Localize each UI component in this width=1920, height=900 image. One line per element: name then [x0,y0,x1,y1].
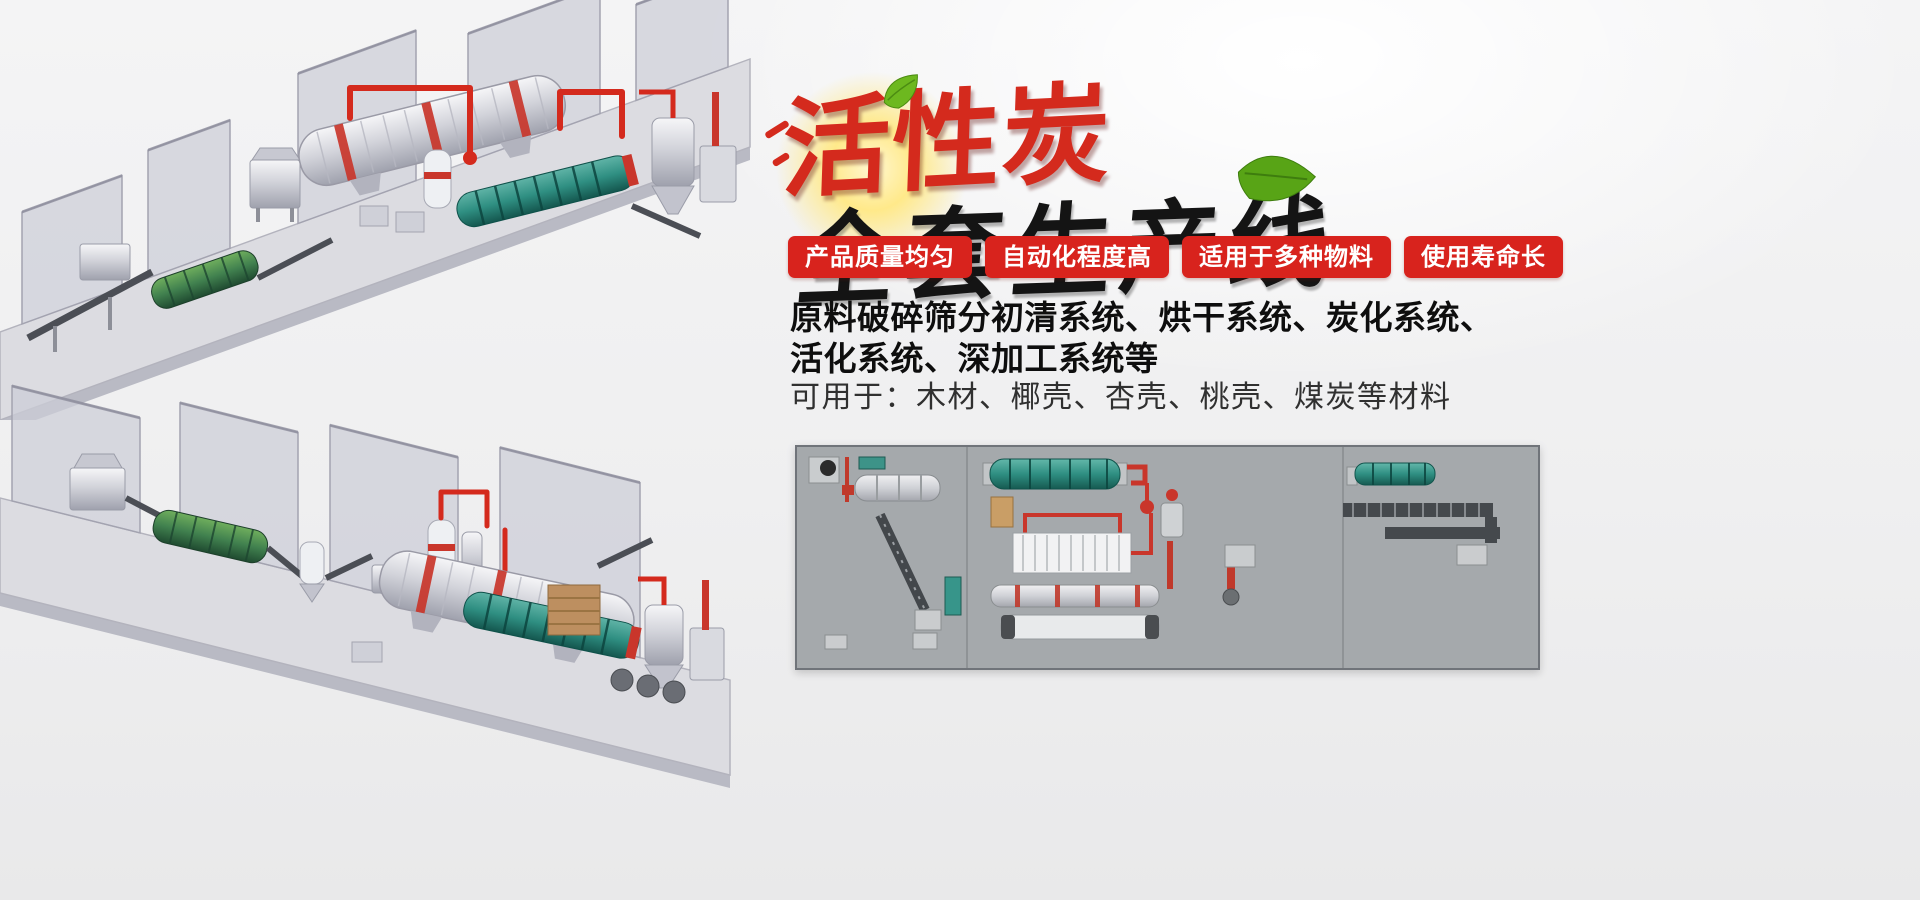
badge-lifespan: 使用寿命长 [1404,236,1563,278]
rotary-dryer-drum [298,74,566,196]
cooling-drum [456,153,639,228]
brick-kiln [547,584,601,636]
title-red-text: 活性炭 [780,71,1114,214]
leaf-icon [883,74,918,109]
badge-materials: 适用于多种物料 [1182,236,1391,278]
applications-text: 可用于：木材、椰壳、杏壳、桃壳、煤炭等材料 [790,380,1452,415]
screening-drum-2 [152,509,269,564]
production-line-render-top [0,0,751,420]
carbonization-furnace-2 [610,576,725,704]
carbonization-furnace [630,89,737,239]
feed-hopper [69,453,170,523]
crusher-unit [249,147,301,222]
badge-quality: 产品质量均匀 [788,236,972,278]
schematic-feeding-zone [808,456,962,650]
leaf-icon [1237,155,1316,202]
banner-title: 活性炭 全套生产线 [764,68,1542,320]
badge-automation: 自动化程度高 [985,236,1169,278]
layout-schematic-panel [795,445,1540,670]
screening-drum [151,250,259,309]
feature-badges: 产品质量均匀 自动化程度高 适用于多种物料 使用寿命长 [788,236,1563,278]
red-piping [347,85,625,159]
feeding-conveyor [26,243,154,352]
schematic-processing-zone [912,458,1256,650]
system-description: 原料破碎筛分初清系统、烘干系统、炭化系统、 活化系统、深加工系统等 [790,297,1494,379]
description-line-2: 活化系统、深加工系统等 [790,339,1159,378]
description-line-1: 原料破碎筛分初清系统、烘干系统、炭化系统、 [790,298,1494,337]
production-line-render-bottom [0,384,731,789]
glow-decoration [772,68,972,268]
schematic-packing-zone [1343,462,1500,566]
